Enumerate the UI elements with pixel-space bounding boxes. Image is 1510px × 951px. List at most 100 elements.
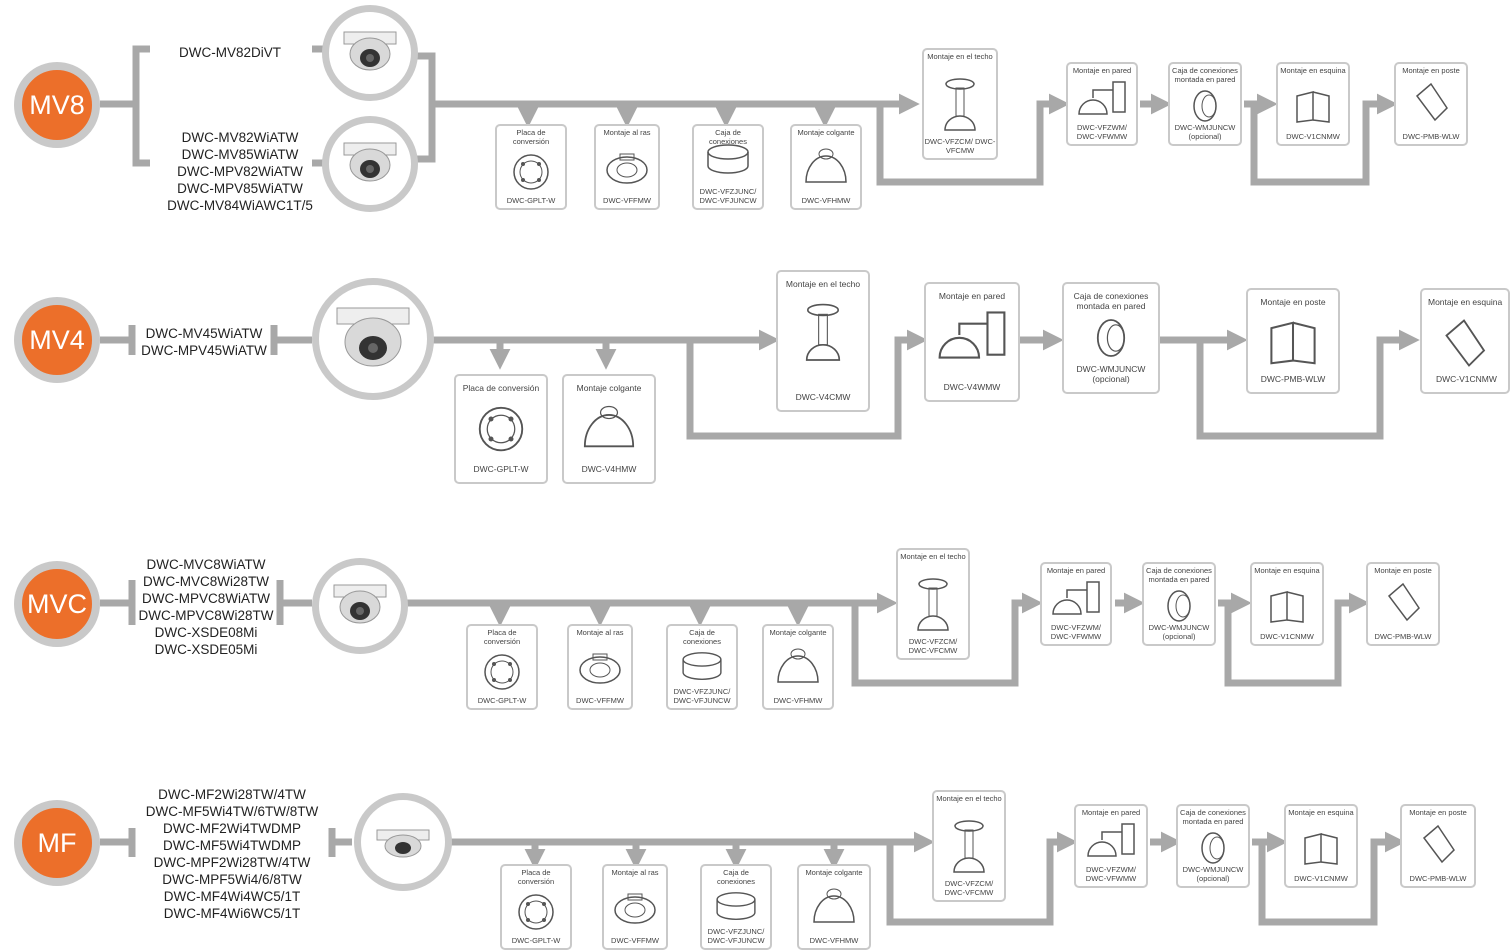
- mount-card-corner: Montaje en esquina DWC-V1CNMW: [1420, 288, 1510, 394]
- model-name: DWC-MV84WiAWC1T/5: [167, 198, 313, 213]
- mount-code: DWC-VFZCM/ DWC-VFCMW: [924, 137, 996, 155]
- mount-code: DWC-V4CMW: [795, 392, 851, 402]
- mount-card-wall: Montaje en pared DWC-VFZWM/ DWC-VFWMW: [1074, 804, 1148, 888]
- mount-code: DWC-V1CNMW: [1436, 374, 1497, 384]
- mount-code: DWC-VFFMW: [603, 195, 651, 205]
- mount-code: DWC-VFFMW: [576, 695, 624, 705]
- mv8-bracket: [132, 45, 150, 167]
- corner-mount-icon: [1296, 91, 1330, 123]
- mount-title: Montaje en el techo: [927, 52, 993, 61]
- mount-card-wall-junction: Caja de conexiones montada en pared DWC-…: [1062, 282, 1160, 394]
- mount-code: DWC-GPLT-W: [473, 464, 529, 474]
- mount-card-pole: Montaje en poste DWC-PMB-WLW: [1400, 804, 1476, 888]
- mount-card-junction-box: Caja de conexiones DWC-VFZJUNC/ DWC-VFJU…: [700, 864, 772, 950]
- mount-code: DWC-WMJUNCW (opcional): [1148, 623, 1210, 641]
- mount-title: Montaje en esquina: [1428, 297, 1503, 307]
- model-name: DWC-MF4Wi6WC5/1T: [163, 906, 301, 921]
- model-name: DWC-MPV85WiATW: [177, 181, 303, 196]
- mount-code: DWC-GPLT-W: [506, 195, 556, 205]
- pole-mount-icon: [1422, 824, 1455, 864]
- ceiling-mount-icon: [944, 78, 976, 131]
- wall-junction-box-icon: [1096, 319, 1126, 357]
- mount-code: DWC-VFZCM/ DWC-VFCMW: [944, 879, 994, 897]
- conversion-plate-icon: [478, 406, 524, 452]
- mount-title: Montaje en poste: [1374, 566, 1432, 575]
- model-name: DWC-MPVC8Wi28TW: [138, 608, 274, 623]
- mount-card-ceiling: Montaje en el techo DWC-VFZCM/ DWC-VFCMW: [922, 48, 998, 160]
- mount-card-wall-junction: Caja de conexiones montada en pared DWC-…: [1168, 62, 1242, 146]
- mount-title: Caja de conexiones montada en pared: [1146, 566, 1212, 584]
- mount-title: Montaje en esquina: [1280, 66, 1346, 75]
- mount-code: DWC-WMJUNCW (opcional): [1076, 364, 1146, 384]
- mount-card-wall-junction: Caja de conexiones montada en pared DWC-…: [1176, 804, 1250, 888]
- mount-card-ceiling: Montaje en el techo DWC-VFZCM/ DWC-VFCMW: [932, 790, 1006, 902]
- model-name: DWC-MF5Wi4TW/6TW/8TW: [145, 804, 319, 819]
- model-list-mv8-b: DWC-MV82WiATW DWC-MV85WiATW DWC-MPV82WiA…: [150, 129, 330, 214]
- model-list-mv8-a: DWC-MV82DiVT: [150, 44, 310, 61]
- mount-title: Caja de conexiones montada en pared: [1172, 66, 1238, 84]
- pole-mount-icon: [1387, 582, 1420, 622]
- model-name: DWC-MPV45WiATW: [141, 343, 267, 358]
- mount-card-junction-box: Caja de conexiones DWC-VFZJUNC/ DWC-VFJU…: [692, 124, 764, 210]
- model-name: DWC-MPVC8WiATW: [142, 591, 270, 606]
- mount-title: Montaje en el techo: [900, 552, 966, 561]
- mount-code: DWC-VFZJUNC/ DWC-VFJUNCW: [673, 687, 731, 705]
- model-name: DWC-MF5Wi4TWDMP: [163, 838, 301, 853]
- mount-title: Montaje en pared: [1081, 808, 1141, 817]
- mount-title: Caja de conexiones montada en pared: [1180, 808, 1246, 826]
- mount-title: Montaje en poste: [1409, 808, 1467, 817]
- mount-code: DWC-V1CNMW: [1294, 873, 1348, 883]
- mount-code: DWC-V1CNMW: [1286, 131, 1340, 141]
- mount-code: DWC-WMJUNCW (opcional): [1174, 123, 1236, 141]
- mount-code: DWC-VFZJUNC/ DWC-VFJUNCW: [707, 927, 765, 945]
- pole-mount-icon: [1415, 82, 1448, 122]
- mount-code: DWC-V4WMW: [943, 382, 1001, 392]
- mount-card-pole: Montaje en poste DWC-PMB-WLW: [1246, 288, 1340, 394]
- camera-image: [322, 116, 418, 212]
- series-badge-mv8: MV8: [14, 62, 100, 148]
- pendant-mount-icon: [813, 888, 855, 923]
- mount-title: Montaje en pared: [1046, 566, 1106, 575]
- wall-mount-icon: [1087, 823, 1135, 857]
- pole-mount-icon: [1445, 319, 1486, 367]
- mount-card-ceiling: Montaje en el techo DWC-VFZCM/ DWC-VFCMW: [896, 548, 970, 660]
- mount-card-corner: Montaje en esquina DWC-V1CNMW: [1250, 562, 1324, 646]
- mount-title: Montaje al ras: [603, 128, 651, 137]
- mount-card-conversion-plate: Placa de conversión DWC-GPLT-W: [466, 624, 538, 710]
- mount-card-flush: Montaje al ras DWC-VFFMW: [602, 864, 668, 950]
- mount-card-junction-box: Caja de conexiones DWC-VFZJUNC/ DWC-VFJU…: [666, 624, 738, 710]
- mount-title: Caja de conexiones: [717, 868, 755, 886]
- model-name: DWC-MV45WiATW: [145, 326, 263, 341]
- ceiling-mount-icon: [953, 820, 985, 873]
- mount-card-flush: Montaje al ras DWC-VFFMW: [594, 124, 660, 210]
- wall-junction-box-icon: [1193, 90, 1217, 122]
- mount-card-pole: Montaje en poste DWC-PMB-WLW: [1394, 62, 1468, 146]
- mount-code: DWC-VFHMW: [801, 195, 851, 205]
- model-name: DWC-MF2Wi28TW/4TW: [158, 787, 306, 802]
- mount-code: DWC-PMB-WLW: [1374, 631, 1432, 641]
- mount-card-wall: Montaje en pared DWC-V4WMW: [924, 282, 1020, 402]
- conversion-plate-icon: [484, 654, 520, 690]
- mount-code: DWC-WMJUNCW (opcional): [1182, 865, 1244, 883]
- wall-mount-icon: [1052, 581, 1100, 615]
- mount-card-corner: Montaje en esquina DWC-V1CNMW: [1284, 804, 1358, 888]
- junction-box-icon: [716, 892, 756, 920]
- wall-mount-icon: [1078, 81, 1126, 115]
- mount-code: DWC-VFHMW: [809, 935, 859, 945]
- mount-card-conversion-plate: Placa de conversión DWC-GPLT-W: [500, 864, 572, 950]
- model-name: DWC-XSDE08Mi: [154, 625, 258, 640]
- mount-code: DWC-VFHMW: [773, 695, 823, 705]
- junction-box-icon: [707, 144, 749, 174]
- mount-title: Montaje colgante: [805, 868, 863, 877]
- mount-code: DWC-PMB-WLW: [1260, 374, 1326, 384]
- mount-card-wall-junction: Caja de conexiones montada en pared DWC-…: [1142, 562, 1216, 646]
- model-name: DWC-MVC8Wi28TW: [143, 574, 269, 589]
- model-name: DWC-MVC8WiATW: [146, 557, 266, 572]
- series-badge-mf: MF: [14, 800, 100, 886]
- series-badge-mvc: MVC: [14, 561, 100, 647]
- mount-card-pendant: Montaje colgante DWC-VFHMW: [790, 124, 862, 210]
- conversion-plate-icon: [513, 154, 549, 190]
- mount-title: Montaje en poste: [1402, 66, 1460, 75]
- flush-mount-icon: [579, 653, 621, 684]
- model-list-mvc: DWC-MVC8WiATW DWC-MVC8Wi28TW DWC-MPVC8Wi…: [132, 556, 280, 658]
